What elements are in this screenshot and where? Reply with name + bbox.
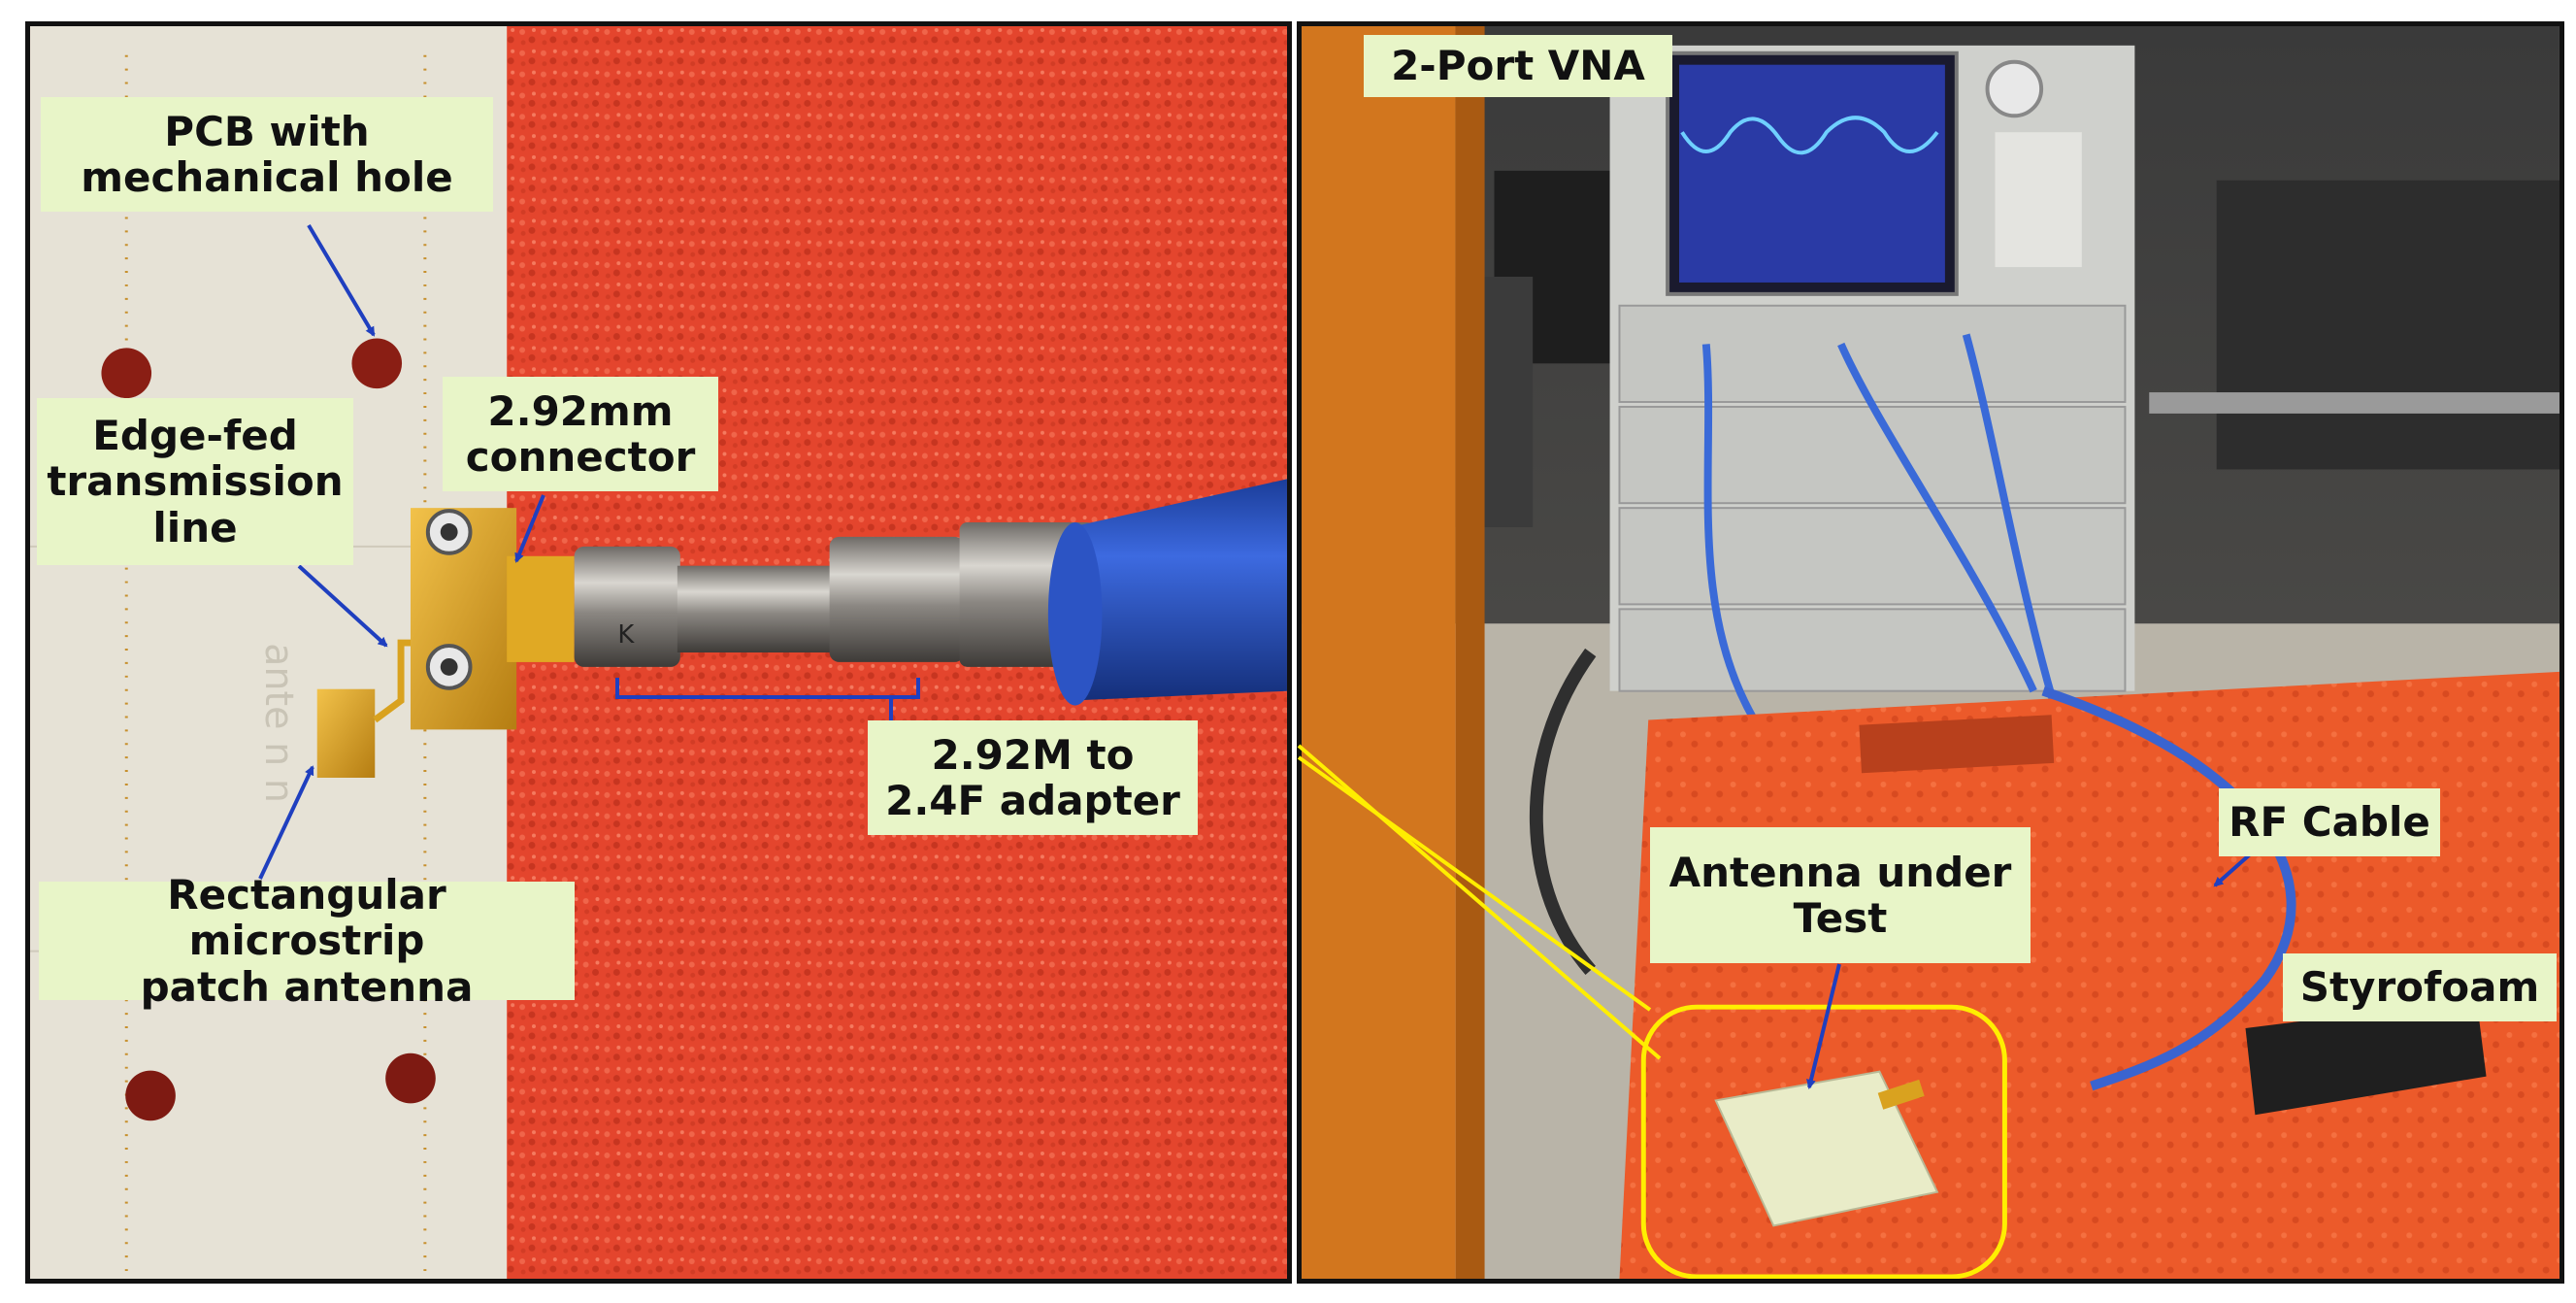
mechanical-hole	[101, 348, 152, 399]
pcb-watermark-text: ante n n	[256, 643, 301, 803]
mechanical-hole	[351, 338, 403, 389]
connector-closeup-photo: K ante n n	[30, 26, 1287, 1279]
orange-door-frame	[1302, 26, 1456, 1279]
adapter-hex-nut	[574, 546, 680, 667]
connector-marking-text: K	[617, 620, 635, 650]
vna-label: 2-Port VNA	[1364, 35, 1672, 97]
mechanical-hole	[125, 1070, 176, 1121]
lab-setup-photo	[1302, 26, 2559, 1279]
styrofoam-slot	[2245, 999, 2487, 1116]
rf-cable-label: RF Cable	[2219, 788, 2440, 856]
vna-trace	[1680, 116, 1939, 155]
blue-rf-cable	[1070, 479, 1287, 701]
patch-antenna	[316, 688, 376, 778]
rf-cable	[2041, 685, 2296, 1091]
left-photo-panel: K ante n n	[25, 21, 1292, 1284]
right-photo-panel	[1297, 21, 2564, 1284]
mechanical-hole	[385, 1052, 436, 1104]
styrofoam-label: Styrofoam	[2283, 953, 2557, 1021]
